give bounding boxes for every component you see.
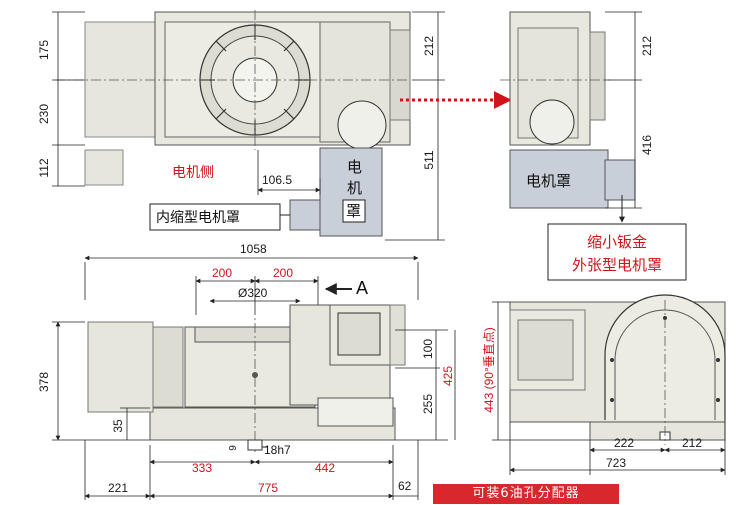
label-external-cover-1: 缩小钣金 [587,233,647,251]
motor-block-left [84,21,156,138]
label-motor-cover-1: 电 [347,158,362,176]
dim-442: 442 [315,461,335,475]
dim-18h7: 18h7 [264,443,291,457]
label-external-cover-2: 外张型电机罩 [572,256,662,274]
side-motor-inner [517,319,574,381]
internal-cover-label-box [149,203,281,231]
dim-62: 62 [398,479,412,493]
dim-723: 723 [606,456,626,470]
side-base [589,421,726,441]
front-motor-left [87,321,154,413]
dim-1058: 1058 [240,242,267,256]
label-tr-motor-cover: 电机罩 [526,172,571,190]
dim-100: 100 [421,339,435,359]
front-lower-box [317,397,394,427]
dim-bore: Ø320 [238,286,268,300]
dim-425: 425 [441,366,455,386]
tr-cover-ext [604,159,636,201]
dim-175: 175 [37,40,51,60]
front-right-ext [389,304,406,366]
dim-230: 230 [37,104,51,124]
motor-cover-tab [289,199,321,231]
label-motor-cover-2: 机 [347,179,362,197]
dim-255: 255 [421,394,435,414]
view-a-label: A [356,278,368,298]
dim-212-left: 212 [422,36,436,56]
top-left-view: 175 230 112 212 511 106.5 电机侧 电 机 罩 [37,10,445,241]
top-right-view: 212 416 电机罩 缩小钣金 外张型电机罩 [500,11,687,281]
motor-circle [337,100,387,150]
dim-775: 775 [258,481,278,495]
side-view: 443 (90°垂直点) 222 212 723 [482,294,726,475]
dim-378: 378 [37,372,51,392]
tr-motor-cover [509,149,609,209]
tr-bracket [589,31,606,121]
front-view: 1058 200 200 Ø320 A [37,242,456,500]
side-bracket [389,29,411,121]
dim-511: 511 [422,150,436,169]
label-motor-cover-3: 罩 [346,202,361,220]
dim-443: 443 (90°垂直点) [482,327,496,413]
dim-200-right: 200 [273,266,293,280]
dim-212-side: 212 [682,436,702,450]
dim-221: 221 [108,481,128,495]
dim-112: 112 [37,158,51,177]
dim-200-left: 200 [212,266,232,280]
label-motor-side: 电机侧 [172,164,214,180]
tr-motor-circle [529,99,575,145]
dim-9: 9 [228,445,239,451]
front-center-hole [252,372,258,378]
front-right-window [337,312,381,356]
dim-212-right: 212 [640,36,654,56]
dim-416: 416 [640,135,654,155]
label-internal-cover: 内缩型电机罩 [156,210,240,226]
key-slot [247,439,263,451]
label-motor-cover-3-box [342,199,366,223]
dim-106-5: 106.5 [262,173,292,187]
dim-333: 333 [192,461,212,475]
front-motor-left-joint [152,326,184,408]
oil-distributor-banner: 可装6油孔分配器 [433,484,619,504]
motor-small-foot [84,149,124,186]
external-cover-label-box [547,223,687,281]
dim-35: 35 [111,419,125,433]
dim-222: 222 [614,436,634,450]
